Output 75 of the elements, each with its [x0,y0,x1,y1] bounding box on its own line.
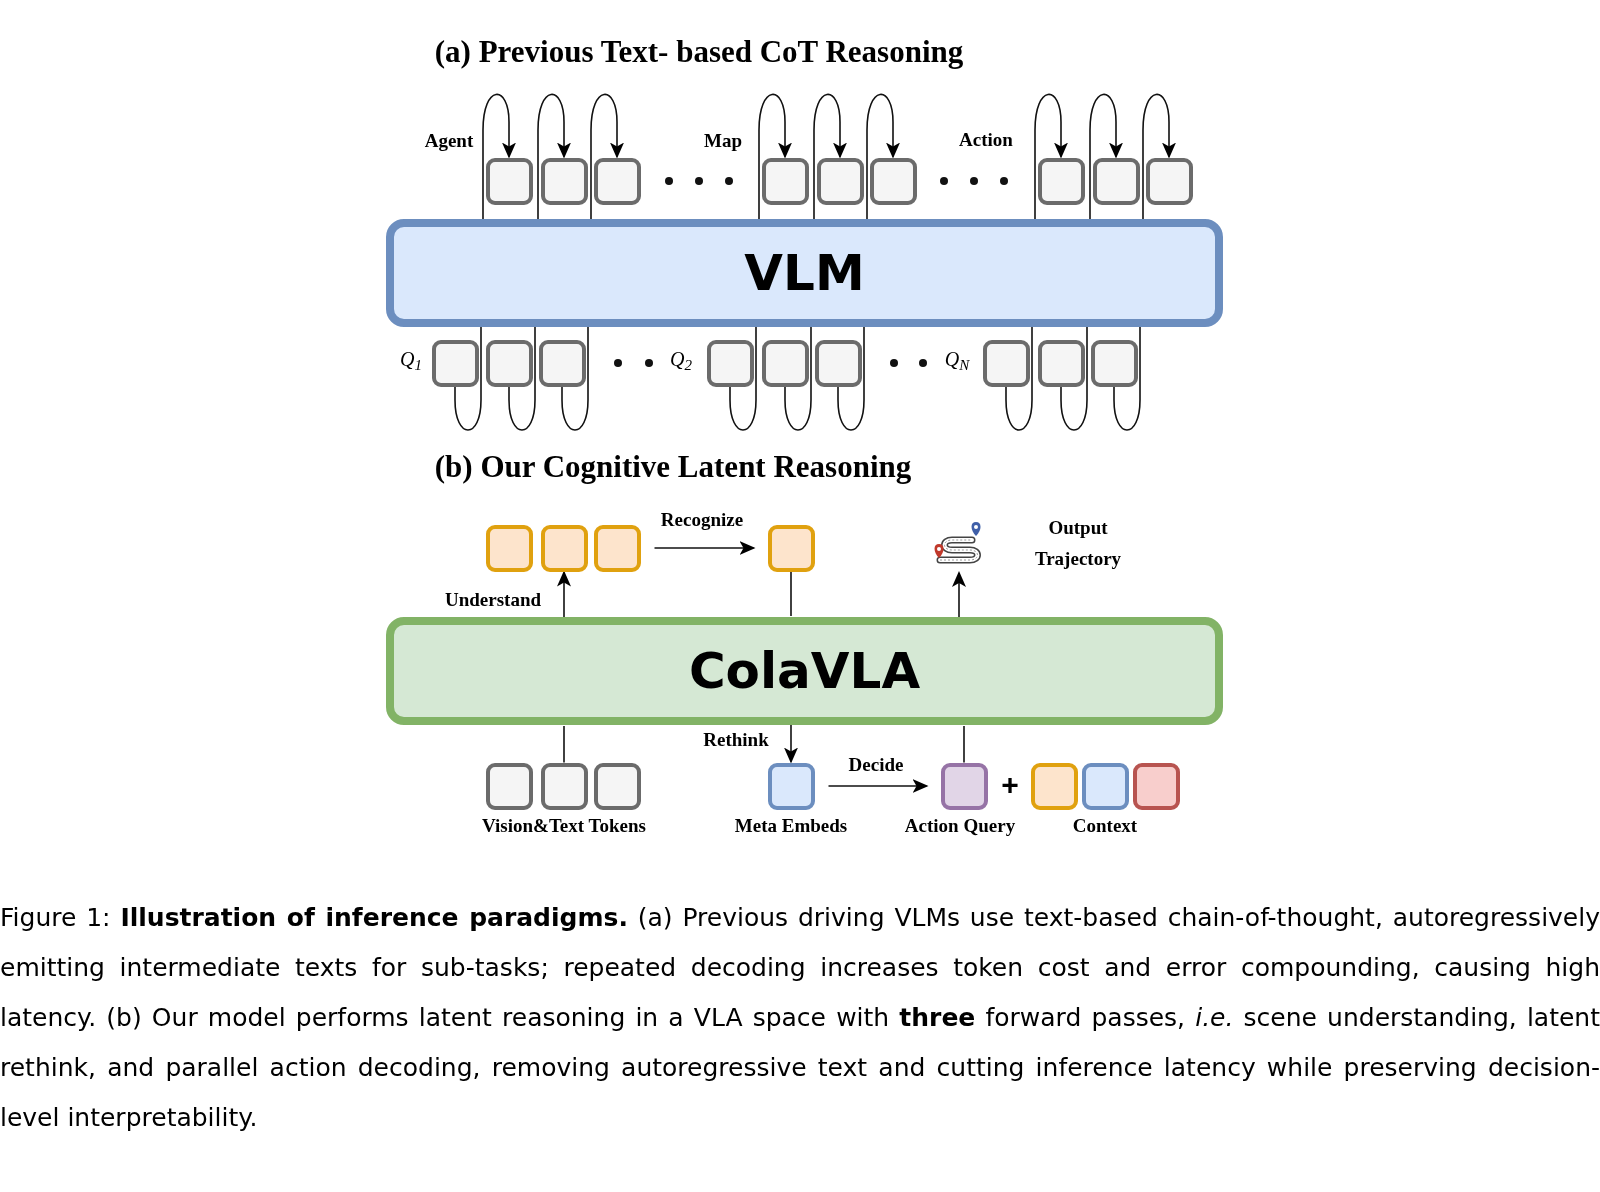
connector-line [561,326,589,431]
connector-line [454,326,482,431]
token-box [1037,157,1085,205]
token-box [767,524,815,572]
arrow [784,724,798,764]
group-label: Action [959,129,1013,149]
model-name: ColaVLA [688,640,921,702]
token-box [1132,762,1180,810]
connector-line [729,326,757,431]
token-box [538,339,586,387]
token-box [869,157,917,205]
group-label: Context [1072,815,1138,835]
token-box [814,339,862,387]
group-label: Agent [424,130,474,150]
group-label: Action Query [904,815,1016,835]
token-box [761,339,809,387]
token-box [540,524,588,572]
group-label: Map [704,130,742,150]
token-box [1145,157,1193,205]
arrow [866,93,900,220]
model-name: VLM [744,242,865,304]
connector-line [963,725,965,764]
token-box [593,524,641,572]
arrow [813,93,847,220]
token-box [1030,762,1078,810]
connector-line [563,725,565,764]
token-box [1081,762,1129,810]
arrow [827,779,929,793]
connector-line [1060,326,1088,431]
section-heading: (b) Our Cognitive Latent Reasoning [434,450,912,482]
query-label: Q$_{2}$ [670,349,692,369]
connector-line [784,326,812,431]
token-box [485,339,533,387]
output-caption: Output Trajectory [1033,516,1123,571]
query-label: Q$_{N}$ [944,349,970,369]
model-box [386,219,1223,327]
token-box [761,157,809,205]
model-box [386,617,1223,725]
token-box [982,339,1030,387]
token-box [431,339,479,387]
token-box [593,762,641,810]
group-label: Meta Embeds [734,815,848,835]
arrow [557,570,571,618]
section-heading: (a) Previous Text- based CoT Reasoning [434,35,964,67]
connector-line [1005,326,1033,431]
token-box [816,157,864,205]
token-box [1092,157,1140,205]
arrow [1034,93,1068,220]
arrow [537,93,571,220]
token-box [593,157,641,205]
token-box [485,524,533,572]
token-box [540,762,588,810]
token-box [1090,339,1138,387]
arrow [653,541,756,555]
figure-caption: Figure 1: Illustration of inference paradigms. (a) Previous driving VLMs use text-based chain-of-thought, autoregressively emitting intermediate texts for sub-tasks; repeated decoding increases token cost and error compounding, causing high latency. (b) Our model performs latent reasoning in a VLA space with three forward passes, i.e. scene understanding, latent rethink, and parallel action decoding, removing autoregressive text and cutting inference latency while preserving decision-level interpretability. [0,902,1600,1134]
connector-line [790,570,792,617]
arrow [1142,93,1176,220]
token-box [485,762,533,810]
arrow [758,93,792,220]
arrow [482,93,516,220]
arrow [952,571,966,618]
token-box [485,157,533,205]
connector-line [837,326,865,431]
token-box [1037,339,1085,387]
arrow [1089,93,1123,220]
token-box [540,157,588,205]
connector-line [1113,326,1141,431]
query-label: Q$_{1}$ [400,349,422,369]
plus-sign: + [1001,770,1019,800]
connector-line [508,326,536,431]
token-box [940,762,988,810]
token-box [767,762,815,810]
arrow [590,93,624,220]
token-box [706,339,754,387]
group-label: Vision&Text Tokens [482,815,646,835]
